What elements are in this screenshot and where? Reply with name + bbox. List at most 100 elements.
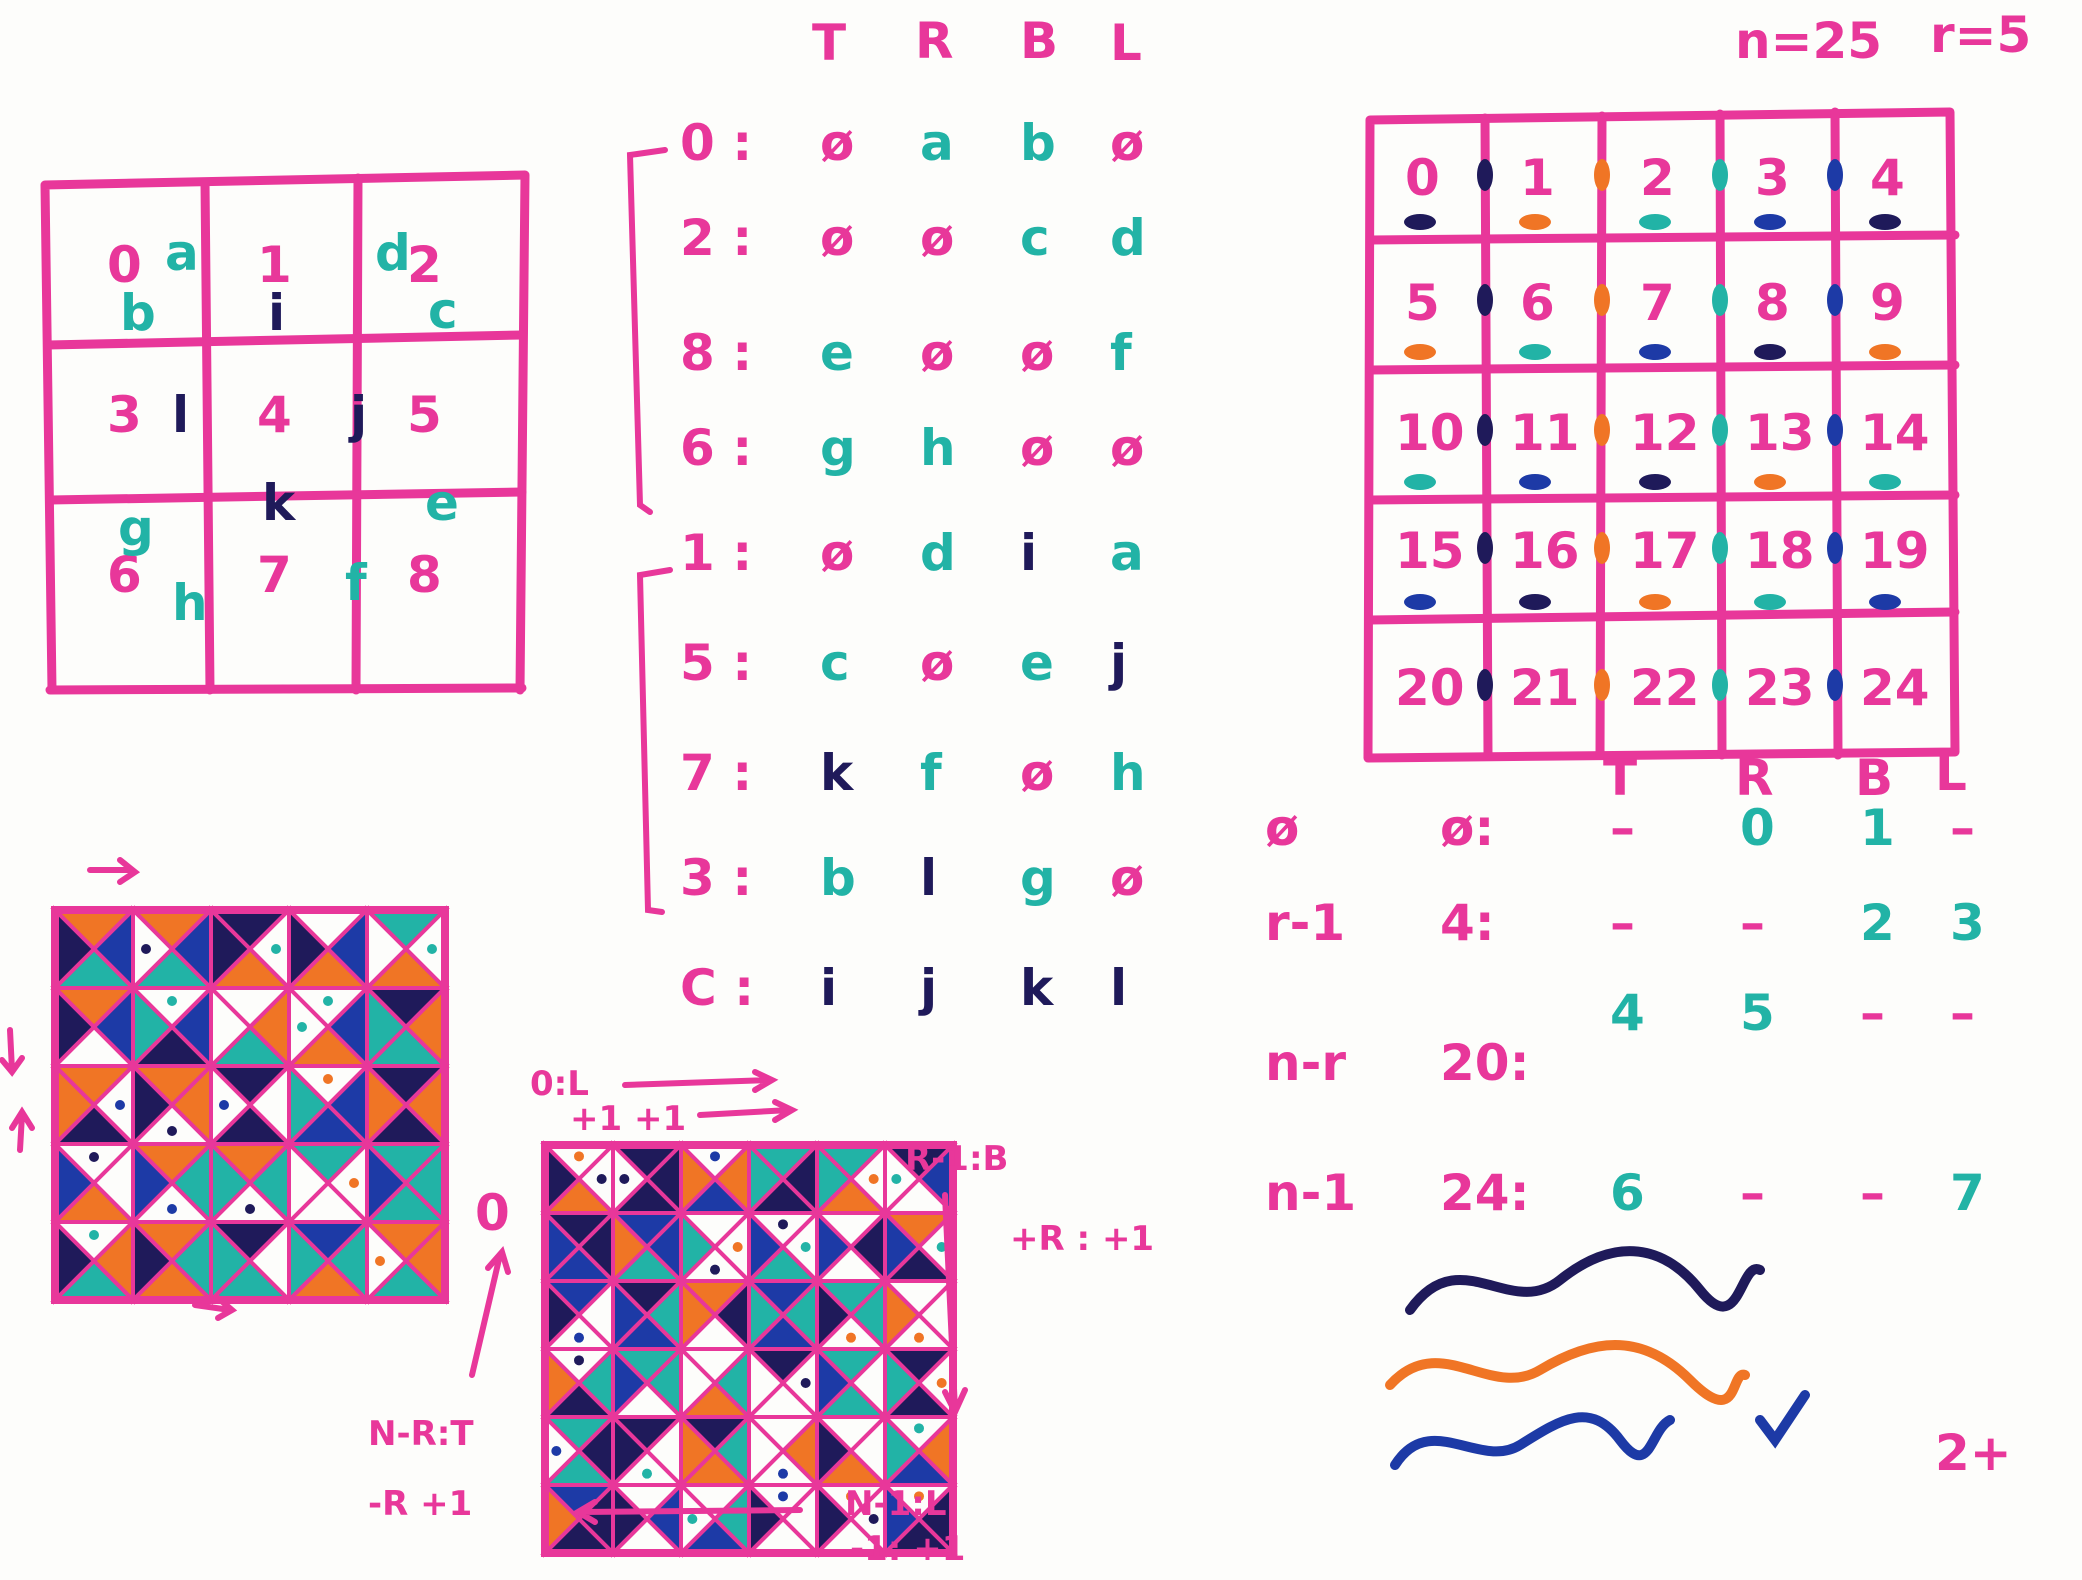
row-id: 5 : [680, 634, 752, 692]
table-cell: 0 [1740, 799, 1775, 857]
table-cell: k [820, 744, 855, 802]
mosaic-dot [167, 1204, 177, 1214]
table-cell: – [1950, 984, 1975, 1042]
mosaic-triangle [883, 1480, 922, 1558]
edge-dot [1404, 214, 1436, 230]
mosaic-dot [936, 1242, 947, 1252]
cell-number: 8 [407, 546, 442, 604]
cell-number: 10 [1395, 404, 1465, 462]
col-header-l: L [1110, 14, 1142, 72]
edge-dot [1594, 532, 1610, 564]
mosaic-dot [914, 1423, 924, 1434]
mosaic-dot [619, 1174, 630, 1184]
table-cell: l [1110, 959, 1127, 1017]
edge-dot [1754, 214, 1786, 230]
edge-dot [1869, 344, 1901, 360]
cell-number: 0 [107, 236, 142, 294]
edge-dot [1477, 284, 1493, 316]
table-cell: 4 [1610, 984, 1645, 1042]
table-cell: ø [1110, 849, 1144, 907]
table-cell: ø [1110, 419, 1144, 477]
mosaic-dot [778, 1468, 788, 1479]
mosaic-triangle [287, 1061, 331, 1149]
note-right: R-1:B [905, 1139, 1008, 1179]
table-cell: 5 [1740, 984, 1775, 1042]
mosaic-triangle [287, 1217, 331, 1305]
edge-dot [1869, 474, 1901, 490]
r-note: r=5 [1930, 6, 2031, 64]
table-cell: ø [920, 634, 954, 692]
note-top: 0:L [530, 1064, 589, 1104]
mosaic-dot [846, 1332, 856, 1343]
table-cell: – [1610, 894, 1635, 952]
mosaic-triangle [679, 1208, 718, 1286]
mosaic-dot [375, 1256, 385, 1266]
table-cell: f [920, 744, 943, 802]
mosaic-triangle [365, 905, 409, 993]
mosaic-triangle [815, 1344, 854, 1422]
cell-number: 3 [1755, 149, 1790, 207]
mosaic-dot [551, 1446, 562, 1456]
mosaic-dot [167, 1126, 177, 1136]
t2-header-t: T [1603, 749, 1637, 807]
row-id: 24: [1440, 1164, 1530, 1222]
mosaic-dot [800, 1242, 811, 1252]
note-left-sub: -R +1 [368, 1484, 472, 1524]
note-bottom-sub: -1: +1 [850, 1529, 965, 1569]
edge-label: j [348, 386, 367, 444]
edge-label: f [345, 554, 368, 612]
cell-number: 5 [407, 386, 442, 444]
cell-number: 9 [1870, 274, 1905, 332]
mosaic-small [50, 905, 450, 1305]
mosaic-dot [574, 1355, 584, 1366]
mosaic-triangle [365, 983, 409, 1071]
table-cell: ø [820, 114, 854, 172]
mosaic-dot [245, 1204, 255, 1214]
mosaic-triangle [611, 1140, 650, 1218]
mosaic-dot [800, 1378, 811, 1388]
mosaic-dot [596, 1174, 607, 1184]
mosaic-triangle [131, 1139, 175, 1227]
edge-label: i [268, 284, 285, 342]
mosaic-triangle [287, 983, 331, 1071]
mosaic-dot [323, 996, 333, 1006]
mosaic-dot [846, 1491, 856, 1502]
edge-label: b [120, 284, 156, 342]
edge-dot [1594, 669, 1610, 701]
mosaic-triangle [679, 1412, 718, 1490]
edge-dot [1477, 532, 1493, 564]
mosaic-dot [427, 944, 437, 954]
row-id: 7 : [680, 744, 752, 802]
mosaic-triangle [747, 1208, 786, 1286]
row-id: 4: [1440, 894, 1495, 952]
edge-dot [1404, 474, 1436, 490]
mosaic-dot [323, 1074, 333, 1084]
mosaic-large [540, 1140, 958, 1558]
cell-number: 12 [1630, 404, 1700, 462]
note-left: N-R:T [368, 1414, 474, 1454]
table-cell: e [820, 324, 854, 382]
cell-number: 1 [257, 236, 292, 294]
mosaic-dot [914, 1491, 924, 1502]
table-cell: c [1020, 209, 1050, 267]
mosaic-triangle [209, 1139, 253, 1227]
mosaic-border [51, 906, 449, 1304]
edge-label: e [425, 474, 459, 532]
cell-number: 6 [107, 546, 142, 604]
mosaic-triangle [883, 1412, 922, 1490]
col-header-t: T [812, 14, 846, 72]
table-cell: ø [920, 324, 954, 382]
mosaic-dot [115, 1100, 125, 1110]
table-cell: b [1020, 114, 1056, 172]
cell-number: 4 [1870, 149, 1905, 207]
table-cell: a [920, 114, 954, 172]
row-id: 6 : [680, 419, 752, 477]
mosaic-triangle [815, 1140, 854, 1218]
edge-label: d [375, 224, 411, 282]
table-cell: – [1610, 799, 1635, 857]
mosaic-triangle [287, 1139, 331, 1227]
cell-number: 23 [1745, 659, 1815, 717]
row-id: 20: [1440, 1034, 1530, 1092]
